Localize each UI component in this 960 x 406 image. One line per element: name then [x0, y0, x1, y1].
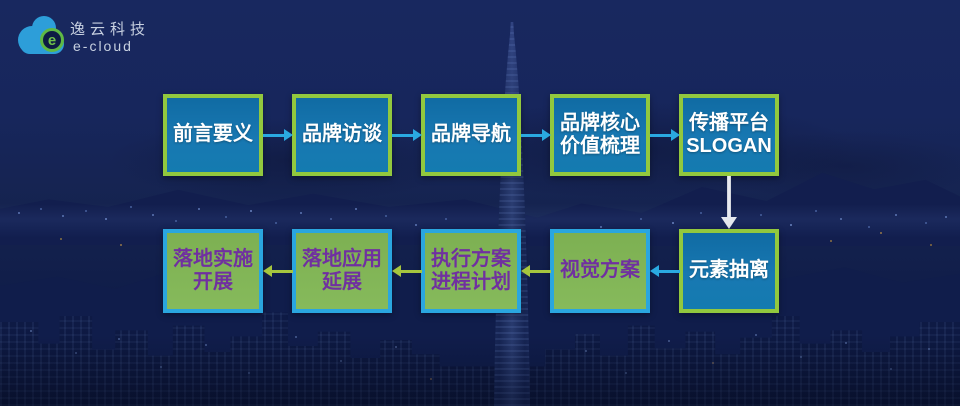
arrow-right-icon [650, 129, 680, 141]
flow-step-label: 前言要义 [173, 123, 253, 146]
flow-step-application-extension: 落地应用 延展 [292, 229, 392, 313]
company-name: 逸云科技 [70, 21, 151, 38]
flow-step-preface: 前言要义 [163, 94, 263, 176]
flow-step-label: 品牌核心 价值梳理 [560, 111, 640, 157]
flow-step-label: 视觉方案 [560, 259, 640, 282]
arrow-left-icon [263, 265, 293, 277]
flow-step-label: 落地实施 开展 [173, 247, 253, 293]
arrow-right-icon [263, 129, 293, 141]
arrow-left-icon [521, 265, 551, 277]
building-window-lights [0, 0, 2, 2]
flow-step-slogan: 传播平台 SLOGAN [679, 94, 779, 176]
flow-step-label: 品牌访谈 [302, 123, 382, 146]
arrow-left-icon [392, 265, 422, 277]
flow-step-label: 落地应用 延展 [302, 247, 382, 293]
arrow-left-icon [650, 265, 680, 277]
cloud-icon: e [18, 16, 78, 58]
arrow-right-icon [392, 129, 422, 141]
flow-step-execution-plan: 执行方案 进程计划 [421, 229, 521, 313]
flow-step-element-extraction: 元素抽离 [679, 229, 779, 313]
arrow-down-icon [721, 176, 737, 229]
flow-step-visual-scheme: 视觉方案 [550, 229, 650, 313]
flow-step-brand-interview: 品牌访谈 [292, 94, 392, 176]
flow-step-label: 元素抽离 [689, 259, 769, 282]
company-logo: e 逸云科技 e-cloud [18, 12, 218, 64]
flow-step-label: 执行方案 进程计划 [431, 247, 511, 293]
flow-step-brand-core-value: 品牌核心 价值梳理 [550, 94, 650, 176]
flow-step-label: 传播平台 SLOGAN [686, 111, 772, 157]
brand-name: e-cloud [73, 38, 133, 54]
flow-step-brand-navigation: 品牌导航 [421, 94, 521, 176]
flow-step-implementation-launch: 落地实施 开展 [163, 229, 263, 313]
flow-step-label: 品牌导航 [431, 123, 511, 146]
arrow-right-icon [521, 129, 551, 141]
bottom-vignette [0, 336, 960, 406]
e-badge-icon: e [40, 28, 64, 52]
